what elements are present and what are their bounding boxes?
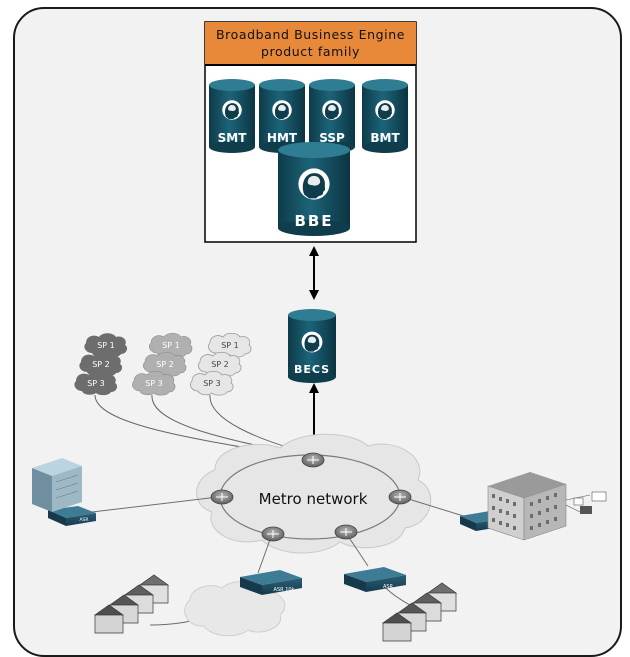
module-cylinder-ssp[interactable]: SSP — [309, 79, 355, 153]
module-cylinder-hmt[interactable]: HMT — [259, 79, 305, 153]
asr-10k-device[interactable]: ASR 10k — [240, 570, 302, 595]
sp-cloud[interactable]: SP 1 — [149, 332, 193, 358]
sp-label: SP 2 — [92, 360, 110, 369]
sp-label: SP 1 — [162, 341, 180, 350]
sp-label: SP 3 — [87, 379, 105, 388]
bbe-becs-arrow — [309, 246, 319, 300]
device-label: ASR 10k — [274, 587, 295, 593]
sp-cloud[interactable]: SP 2 — [79, 352, 123, 377]
router-icon[interactable] — [301, 452, 325, 468]
sp-cloud[interactable]: SP 1 — [84, 333, 128, 358]
network-label: Metro network — [259, 490, 368, 508]
houses-left-icon — [93, 574, 170, 634]
asr-device-bottom[interactable]: ASR — [344, 567, 406, 592]
router-icon[interactable] — [388, 489, 412, 505]
becs-label: BECS — [294, 363, 330, 376]
sp-label: SP 2 — [156, 360, 174, 369]
sp-label: SP 1 — [221, 341, 239, 350]
sp-cloud[interactable]: SP 3 — [132, 370, 176, 396]
sp-label: SP 1 — [97, 341, 115, 350]
sp-cloud[interactable]: SP 3 — [190, 370, 234, 396]
router-icon[interactable] — [210, 489, 234, 505]
sp-label: SP 3 — [145, 379, 163, 388]
module-label: SMT — [218, 131, 248, 145]
access-cloud — [184, 581, 286, 637]
router-icon[interactable] — [261, 526, 285, 542]
module-label: BMT — [370, 131, 400, 145]
sp-cloud[interactable]: SP 3 — [74, 371, 118, 396]
sp-label: SP 2 — [211, 360, 229, 369]
device-label: ASR — [383, 584, 394, 590]
module-cylinder-bmt[interactable]: BMT — [362, 79, 408, 153]
sp-label: SP 3 — [203, 379, 221, 388]
bbe-core-cylinder[interactable]: BBE — [278, 142, 350, 236]
module-label: HMT — [267, 131, 298, 145]
product-family-header: Broadband Business Engine product family — [205, 22, 416, 66]
core-label: BBE — [294, 212, 333, 230]
large-building-icon — [487, 472, 607, 541]
device-label: ASR — [79, 517, 88, 523]
houses-right-icon — [381, 582, 458, 642]
module-label: SSP — [319, 131, 345, 145]
office-building-icon — [32, 458, 82, 512]
header-title: Broadband Business Engine — [215, 27, 406, 42]
header-subtitle: product family — [260, 44, 361, 59]
module-cylinder-smt[interactable]: SMT — [209, 79, 255, 153]
router-icon[interactable] — [334, 524, 358, 540]
becs-cylinder[interactable]: BECS — [288, 309, 336, 383]
